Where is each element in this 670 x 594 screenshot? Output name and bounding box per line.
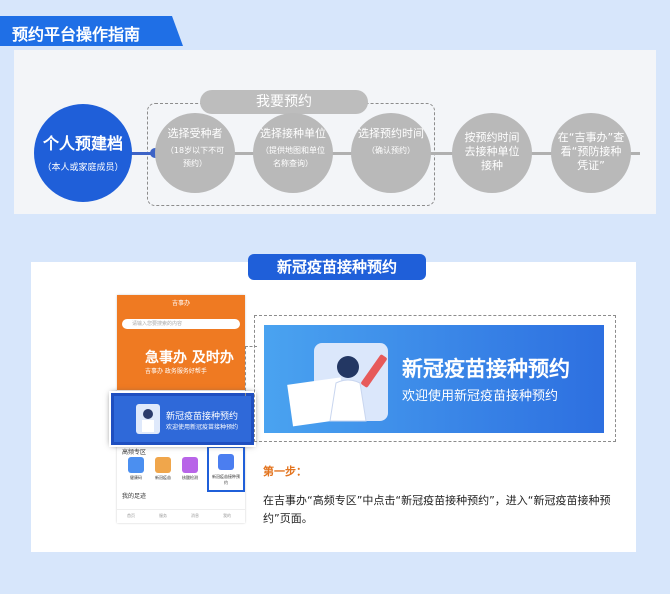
step-2-title: 选择接种单位 [260,127,326,140]
page-title: 预约平台操作指南 [12,25,141,44]
phone-icon-label: 核酸检测 [182,475,198,480]
step-label: 第一步： [263,465,307,478]
step-5-circle[interactable]: 在“吉事办”查看“预防接种凭证” [551,113,631,193]
step-description: 在吉事办“高频专区”中点击“新冠疫苗接种预约”，进入“新冠疫苗接种预约”页面。 [263,494,611,525]
phone-search-input[interactable]: 请输入您要搜索的内容 [122,319,240,329]
banner-title: 新冠疫苗接种预约 [402,357,570,381]
step-1-circle[interactable]: 选择受种者 （18岁以下不可预约） [155,113,235,193]
nav-home[interactable]: 首页 [127,513,135,518]
step-5-title: 在“吉事办”查看“预防接种凭证” [557,131,625,172]
vaccine-banner[interactable]: 新冠疫苗接种预约 欢迎使用新冠疫苗接种预约 [264,325,604,433]
phone-icon-grid: 健康码 新冠疫苗 核酸检测 [122,457,240,485]
phone-icon-label: 健康码 [130,475,142,480]
phone-grid-title: 高频专区 [122,449,147,456]
phone-slogan-sub: 吉事办 政务服务好帮手 [145,368,207,375]
vaccine-appointment-tile[interactable]: 新冠疫苗接种预约 [207,446,245,492]
step-start-title: 个人预建档 [42,134,123,153]
vaccine-appointment-icon [218,454,234,470]
step-3-title: 选择预约时间 [358,127,424,140]
step-3-circle[interactable]: 选择预约时间 （确认预约） [351,113,431,193]
banner-dashed-box [254,315,616,442]
banner-subtitle: 欢迎使用新冠疫苗接种预约 [402,389,559,404]
step-start-sub: （本人或家庭成员） [42,163,124,173]
nav-mine[interactable]: 我的 [223,513,231,518]
header-tab: 预约平台操作指南 [0,16,183,46]
step-2-sub: （提供地图和单位名称查询） [261,146,325,168]
test-icon[interactable] [182,457,198,473]
nurse-illustration-icon [287,343,388,427]
nurse-illustration-icon [136,404,160,434]
phone-vaccine-banner[interactable]: 新冠疫苗接种预约 欢迎使用新冠疫苗接种预约 [111,393,254,445]
phone-recent-label: 我的足迹 [122,493,147,500]
nav-message[interactable]: 消息 [191,513,199,518]
vaccine-appointment-label: 新冠疫苗接种预约 [212,474,240,485]
connector [245,346,246,396]
step-4-title: 按预约时间去接种单位接种 [464,131,520,172]
vaccine-icon[interactable] [155,457,171,473]
phone-header: 吉事办 请输入您要搜索的内容 急事办 及时办 吉事办 政务服务好帮手 [117,295,245,390]
health-code-icon[interactable] [128,457,144,473]
step-1-sub: （18岁以下不可预约） [165,146,225,168]
phone-icon-label: 新冠疫苗 [155,475,171,480]
nav-service[interactable]: 服务 [159,513,167,518]
section-title: 新冠疫苗接种预约 [248,254,426,280]
step-start-circle[interactable]: 个人预建档 （本人或家庭成员） [34,104,132,202]
connector [245,346,257,347]
phone-banner-sub: 欢迎使用新冠疫苗接种预约 [166,424,239,431]
phone-slogan: 急事办 及时办 [145,350,234,366]
step-2-circle[interactable]: 选择接种单位 （提供地图和单位名称查询） [253,113,333,193]
phone-banner-title: 新冠疫苗接种预约 [166,412,239,422]
phone-app-title: 吉事办 [171,300,190,307]
step-4-circle[interactable]: 按预约时间去接种单位接种 [452,113,532,193]
phone-bottom-nav: 首页 服务 消息 我的 [117,509,245,523]
step-3-sub: （确认预约） [367,146,415,155]
group-label: 我要预约 [200,90,368,114]
step-1-title: 选择受种者 [167,127,223,140]
